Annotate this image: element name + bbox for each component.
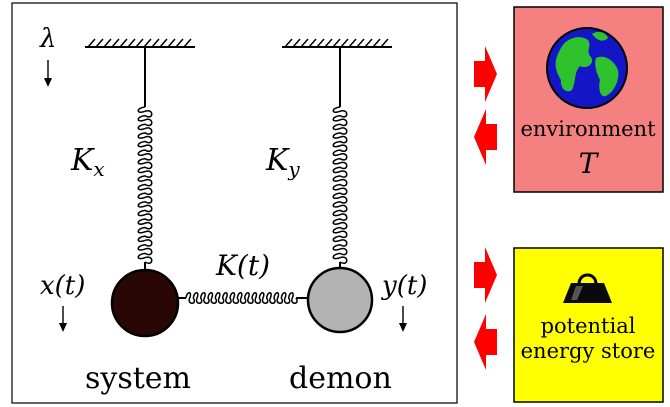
potential-label-line1: potential: [541, 314, 636, 338]
lambda-label: λ: [39, 24, 56, 54]
arrow-left-from-energy-store: [474, 314, 497, 370]
globe-icon: [546, 27, 628, 109]
y-down-arrow-icon: [399, 306, 407, 332]
ky-label: Ky: [265, 143, 300, 181]
lambda-down-arrow-icon: [44, 60, 52, 87]
left-ceiling: [85, 38, 195, 48]
left-spring: [137, 106, 153, 264]
weight-icon: [563, 273, 612, 303]
yt-label: y(t): [381, 271, 427, 301]
arrow-right-to-environment: [474, 46, 497, 102]
kt-label: K(t): [215, 249, 270, 282]
kx-label: Kx: [70, 143, 105, 181]
xt-label: x(t): [40, 271, 85, 301]
arrow-right-to-energy-store: [474, 247, 497, 303]
system-label: system: [85, 361, 191, 396]
demon-ball: [306, 266, 374, 334]
coupling-spring: [185, 292, 298, 304]
right-spring: [332, 106, 348, 264]
potential-label-line2: energy store: [521, 339, 656, 363]
exchange-arrows: [474, 46, 497, 370]
environment-label: environment: [520, 117, 656, 141]
main-frame: [11, 2, 458, 404]
x-down-arrow-icon: [59, 306, 67, 332]
temperature-label: T: [579, 147, 600, 180]
system-ball: [110, 268, 180, 338]
demon-label: demon: [289, 361, 392, 396]
right-ceiling: [282, 38, 392, 48]
arrow-left-from-environment: [474, 109, 497, 165]
